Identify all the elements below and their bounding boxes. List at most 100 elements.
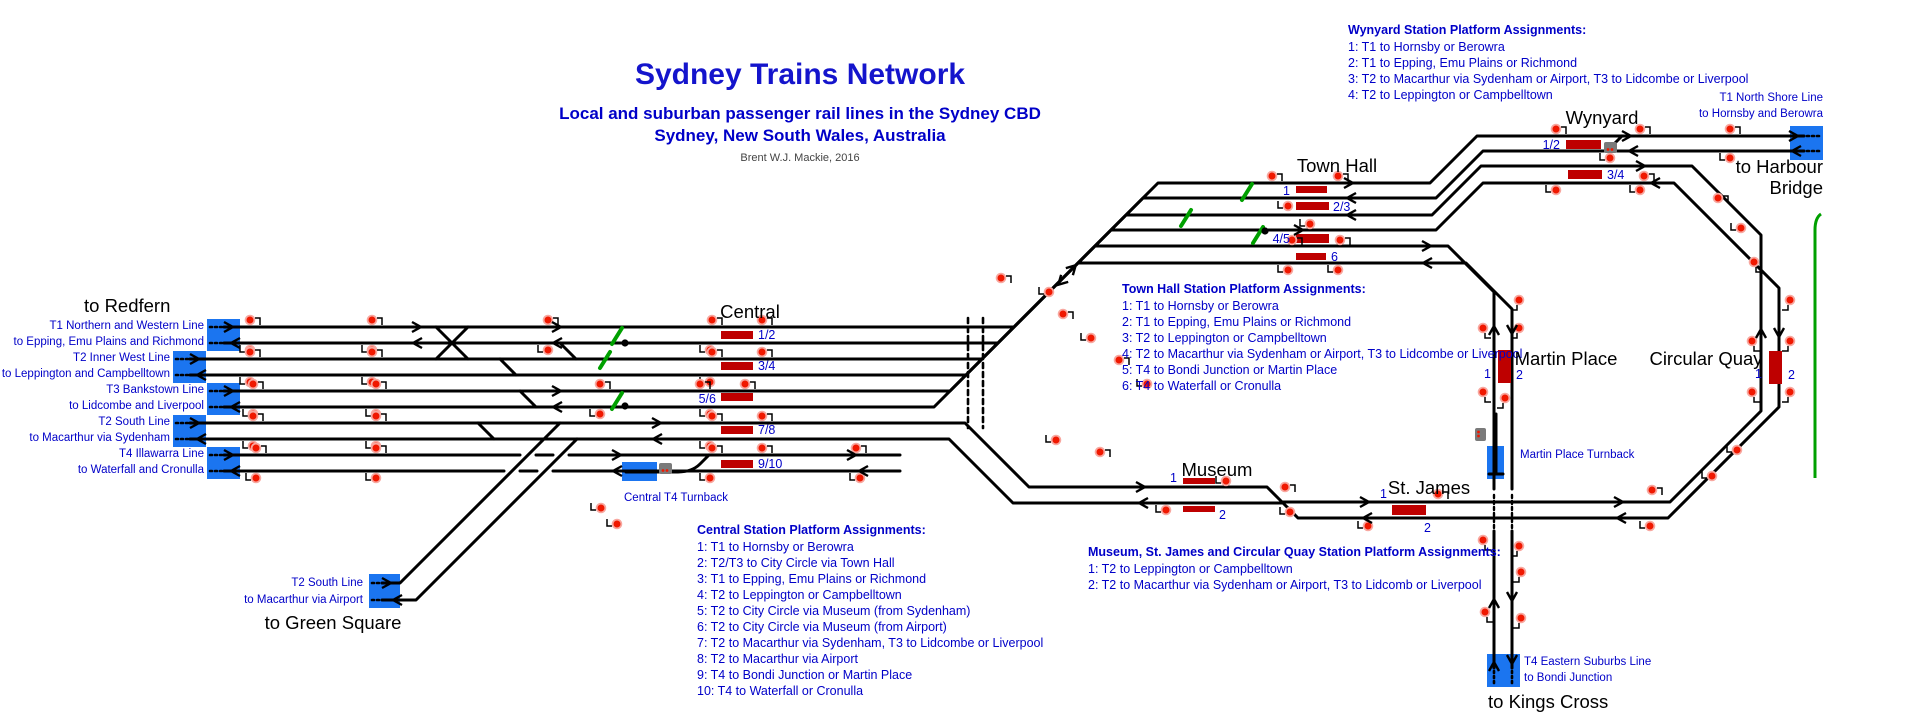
signal-bracket	[767, 317, 773, 325]
signal-bracket	[767, 413, 773, 421]
signal-bracket	[245, 473, 251, 481]
signal-bracket	[1639, 521, 1645, 529]
page-subtitle-2: Sydney, New South Wales, Australia	[654, 126, 946, 145]
central-platform-3-4	[721, 362, 753, 370]
signal-icon	[995, 272, 1007, 284]
direction-arrow-icon	[1789, 144, 1802, 158]
signal-icon	[366, 314, 378, 326]
signal-icon	[1515, 612, 1527, 624]
assignment-line: 1: T1 to Hornsby or Berowra	[697, 540, 854, 554]
signal-bracket	[1701, 471, 1707, 479]
signal-icon	[1304, 218, 1316, 230]
track-end-dot	[621, 402, 629, 410]
signal-icon	[1731, 444, 1743, 456]
wynyard-platform-label-1-2: 1/2	[1542, 138, 1560, 152]
switch-indicator-icon	[610, 391, 624, 411]
green-square-dest-label: to Macarthur via Airport	[244, 594, 363, 606]
signal-icon	[1604, 152, 1616, 164]
switch-indicator-icon	[610, 326, 624, 346]
direction-arrow-icon	[194, 432, 207, 446]
switch-indicator-icon	[1179, 208, 1193, 228]
signal-icon	[1784, 335, 1796, 347]
signal-bracket	[365, 409, 371, 417]
signal-bracket	[1782, 346, 1789, 352]
signal-icon	[542, 344, 554, 356]
signal-icon	[1432, 488, 1444, 500]
direction-arrow-icon	[650, 432, 663, 446]
route-t1-north	[222, 134, 1806, 329]
museum-platform-2	[1183, 506, 1215, 512]
central-platform-label-3-4: 3/4	[758, 359, 776, 373]
museum-platform-1	[1183, 478, 1215, 484]
north-shore-dest-label: to Hornsby and Berowra	[1698, 108, 1823, 120]
direction-arrow-icon	[1293, 223, 1306, 237]
signal-icon	[1724, 123, 1736, 135]
signal-icon	[594, 408, 606, 420]
signal-icon	[250, 442, 262, 454]
signal-bracket	[699, 441, 705, 449]
town-hall-assignments-title: Town Hall Station Platform Assignments:	[1122, 282, 1366, 296]
direction-arrow-icon	[1621, 129, 1634, 143]
direction-arrow-icon	[1343, 176, 1356, 190]
signal-bracket	[717, 349, 723, 357]
direction-arrow-icon	[551, 320, 564, 334]
signal-bracket	[1345, 237, 1351, 245]
station-st-james: St. James	[1387, 477, 1471, 498]
signal-bracket	[377, 317, 383, 325]
assignment-line: 6: T4 to Waterfall or Cronulla	[1122, 379, 1282, 393]
eastern-suburbs-line-label: T4 Eastern Suburbs Line	[1524, 656, 1652, 668]
direction-arrow-icon	[1635, 159, 1648, 173]
central-platform-7-8	[721, 426, 753, 434]
signal-icon	[1784, 386, 1796, 398]
signal-bracket	[1215, 476, 1221, 484]
left-line-t2s-dest: to Macarthur via Sydenham	[29, 432, 170, 444]
signal-bracket	[1657, 487, 1663, 495]
town-hall-platform-label-6: 6	[1331, 250, 1338, 264]
kings-cross-continues	[1492, 669, 1514, 688]
signal-bracket	[717, 445, 723, 453]
museum-platform-label-1: 1	[1170, 471, 1177, 485]
direction-arrow-icon	[1505, 324, 1519, 337]
signal-bracket	[1726, 445, 1732, 453]
signal-icon	[1550, 184, 1562, 196]
central-turnback-stub	[624, 453, 711, 474]
museum-route-crossing	[966, 316, 985, 430]
signal-bracket	[605, 381, 611, 389]
signal-bracket	[1327, 265, 1333, 273]
wynyard-platform-label-3-4: 3/4	[1607, 168, 1625, 182]
signal-bracket	[1645, 126, 1651, 134]
signal-icon	[1499, 392, 1511, 404]
direction-arrow-icon	[228, 336, 241, 350]
central-assignments-title: Central Station Platform Assignments:	[697, 523, 926, 537]
martin-place-platform	[1498, 350, 1511, 383]
assignment-line: 8: T2 to Macarthur via Airport	[697, 652, 858, 666]
assignment-line: 7: T2 to Macarthur via Sydenham, T3 to L…	[697, 636, 1044, 650]
harbour-bridge-box	[1790, 126, 1823, 160]
endpoint-harbour-1: to Harbour	[1735, 156, 1823, 177]
signal-bracket	[1343, 173, 1349, 181]
station-town-hall: Town Hall	[1296, 155, 1378, 176]
signal-icon	[1477, 386, 1489, 398]
signal-icon	[854, 472, 866, 484]
signal-icon	[706, 410, 718, 422]
assignment-line: 3: T1 to Epping, Emu Plains or Richmond	[697, 572, 927, 586]
direction-arrow-icon	[194, 368, 207, 382]
station-central: Central	[720, 301, 780, 322]
left-line-t3-name: T3 Bankstown Line	[106, 384, 204, 396]
assignment-line: 10: T4 to Waterfall or Cronulla	[697, 684, 864, 698]
signal-bracket	[1629, 185, 1635, 193]
signal-bracket	[1599, 153, 1605, 161]
martin-place-turnback-stub	[1487, 412, 1505, 476]
signal-bracket	[589, 409, 595, 417]
signal-icon	[1646, 484, 1658, 496]
signal-icon	[1477, 322, 1489, 334]
direction-arrow-icon	[846, 448, 859, 462]
harbour-green-line	[1813, 212, 1822, 478]
direction-arrow-icon	[550, 336, 563, 350]
signal-bracket	[361, 345, 367, 353]
central-turnback-label: Central T4 Turnback	[624, 492, 728, 504]
martin-place-platform-label-2: 2	[1516, 368, 1523, 382]
signal-icon	[739, 378, 751, 390]
direction-arrow-icon	[856, 464, 869, 478]
signal-bracket	[377, 349, 383, 357]
